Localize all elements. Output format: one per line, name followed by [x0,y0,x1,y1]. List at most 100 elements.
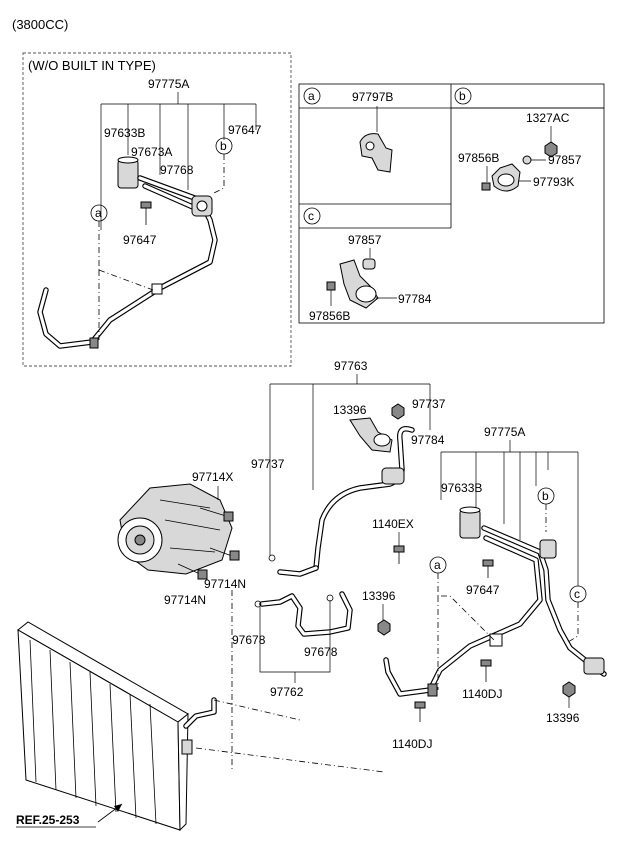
detail-a-part-label: 97797B [352,90,393,104]
detail-b-washer [522,155,532,165]
nut-bot-label: 13396 [546,711,580,725]
bolt-n1-shank [177,563,201,575]
valve-right-cap [459,506,481,514]
detail-c-clamp-label: 97784 [398,292,432,306]
right-joint [427,683,438,697]
right-fitting-end [583,657,605,675]
main-marker-a-text: a [434,558,441,572]
detail-c-marker-text: c [308,209,314,223]
compressor-hub [134,534,146,546]
nut-mid-part [377,619,391,636]
inset-marker-a-text: a [95,206,102,220]
bolt-n2-label: 97714N [204,577,246,591]
bolt-dj2-label: 1140DJ [392,737,432,751]
bolt-n1-label: 97714N [164,593,206,607]
inset-title: (W/O BUILT IN TYPE) [28,58,156,73]
inset-expansion-valve [117,159,139,189]
engine-label: (3800CC) [12,17,68,32]
inset-condenser-pipe-inner [38,288,94,348]
oring-l-part [254,600,262,608]
detail-b-washer-label: 97857 [548,153,582,167]
suction-fitting [381,467,405,485]
oring-l-label: 97678 [232,633,266,647]
nut-top-part [391,403,405,420]
detail-b-bolt-label: 97856B [458,151,499,165]
bolt-dj2-head [414,701,426,709]
detail-b-bolt [481,182,491,191]
clamp-top-label: 97784 [411,433,445,447]
right-condenser-pipe [383,535,543,697]
bolt-n2-shank [209,547,233,557]
bolt-ex-label: 1140EX [372,517,414,531]
main-marker-c-text: c [574,587,580,601]
hose-assy-label: 97763 [334,359,368,373]
main-marker-a-line [437,573,495,690]
nut-bot-part [562,681,576,698]
detail-c-bolt [326,281,336,291]
bolt-dj1-head [480,659,492,667]
detail-a-bracket [359,133,393,173]
oring-mid-part [268,554,276,562]
inset-suction-stub-inner [143,184,197,210]
detail-b-marker [454,87,472,105]
ref-arrowhead [114,804,122,812]
condenser-fitting [181,739,193,755]
inset-assembly-label: 97775A [148,77,189,91]
main-diagram: 97763 13396 97737 97784 97737 97714X [16,359,607,832]
inset-fitting-port [196,200,208,212]
detail-a-marker-text: a [308,89,315,103]
ref-label: REF.25-253 [16,813,80,827]
inset-bracket [100,92,257,230]
detail-b-nut-label: 1327AC [526,111,570,125]
detail-b-marker-text: b [459,89,466,103]
detail-b-clamp-label: 97793K [533,175,574,189]
bolt-x-label: 97714X [192,470,233,484]
suction-end-inner [278,566,318,576]
nut-top-label: 13396 [333,403,367,417]
bolt-ex-head [393,545,405,553]
bolt-n1-head [197,569,208,580]
discharge-pipe-inner [260,592,352,636]
compressor-ribs [159,499,221,553]
discharge-pipe [259,591,353,637]
inset-joint [89,337,99,349]
condenser-core [17,629,181,831]
detail-c-washer [362,258,376,270]
nut-mid-label: 13396 [362,589,396,603]
detail-c-washer-label: 97857 [348,233,382,247]
detail-a-hole [365,141,375,151]
main-dash-lines [195,590,385,773]
condenser-fins [29,639,157,825]
right-fitting-top [539,539,557,559]
assembly-right-bracket [440,440,579,586]
inset-panel: (W/O BUILT IN TYPE) 97775A 97633B 97673A… [22,52,292,367]
condenser-inlet-inner [184,698,216,728]
inset-pipe-label: 97768 [160,163,194,177]
condenser-side-tank [177,712,189,832]
detail-boxes: a 97797B b 1327AC 97856B 97857 97793K c … [298,83,605,324]
bolt-x-shank [199,507,227,517]
inset-marker-b-line [211,154,225,195]
inset-bolt-head [140,201,152,209]
bolt-x-head [223,511,234,522]
hose-assy-bracket [269,374,431,556]
inset-marker-b-text: b [220,139,227,153]
oring-r-label: 97678 [304,645,338,659]
bolt-n2-head [229,550,240,561]
pipe-assy-bracket [259,600,331,683]
valve-right-part [459,509,481,539]
inset-valve-cap [117,156,139,164]
compressor [117,483,233,575]
right-condenser-pipe-inner [384,536,542,696]
inset-clip [151,283,163,295]
pipe-assy-label: 97762 [270,685,304,699]
bolt-dj1-label: 1140DJ [462,687,502,701]
inset-marker-a-line [98,221,154,340]
clamp-top-part [373,433,391,447]
main-marker-c-line [567,602,579,643]
inset-hose-label: 97673A [131,145,172,159]
inset-valve-label: 97633B [104,126,145,140]
bolt-647-head [482,559,494,567]
right-clip [489,633,503,647]
